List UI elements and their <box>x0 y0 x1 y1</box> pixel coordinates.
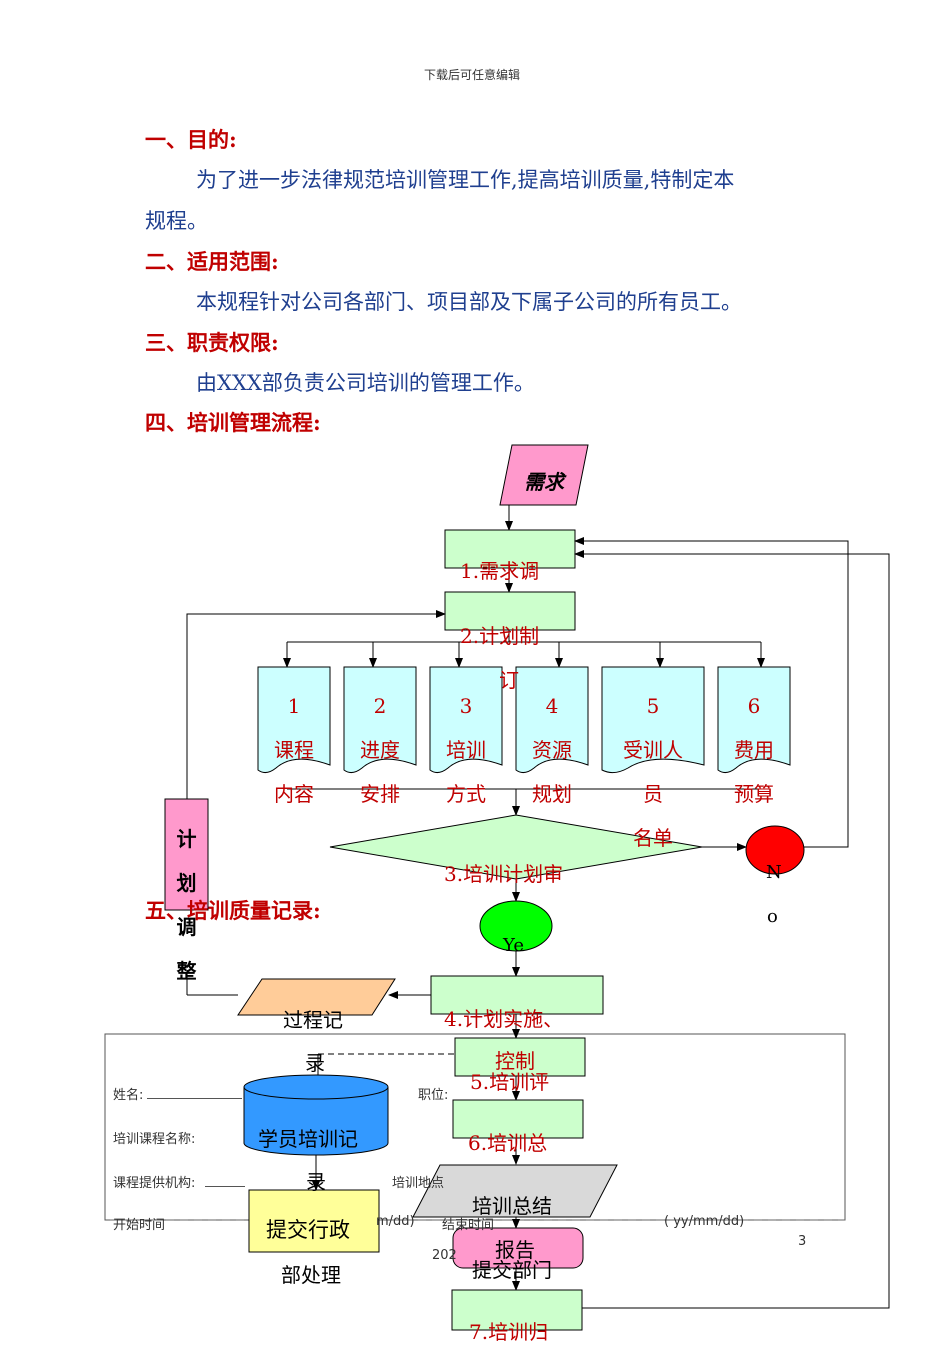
form-course-label: 培训课程名称: <box>113 1132 196 1147</box>
submit-dept-box <box>452 1227 584 1269</box>
section-3-text: 由XXX部负责公司培训的管理工作。 <box>196 371 535 395</box>
section-2-title: 二、适用范围: <box>145 249 279 274</box>
summary-report-label: 培训总结 <box>472 1194 552 1218</box>
step2-box <box>444 591 576 631</box>
step4-label-2: 控制 <box>495 1049 535 1073</box>
section-3-title: 三、职责权限: <box>145 330 279 355</box>
admin-box <box>248 1189 380 1253</box>
item-doc-3 <box>429 666 503 774</box>
section-1-title: 一、目的: <box>145 127 237 152</box>
demand-parallelogram <box>499 444 589 506</box>
step3-label: 3.培训计划审 <box>444 862 564 886</box>
step2-label-cont: 订 <box>499 668 519 692</box>
plan-adjust-label: 计划调整 <box>176 827 197 983</box>
section-5-title: 五、培训质量记录: <box>145 898 321 923</box>
form-provider-line <box>205 1186 245 1187</box>
page-header: 下载后可任意编辑 <box>424 68 521 82</box>
process-record-parallelogram <box>237 978 396 1016</box>
step7-box <box>451 1289 583 1331</box>
step1-label: 1.需求调 <box>460 559 540 583</box>
item-doc-1 <box>257 666 331 774</box>
admin-label-2: 部处理 <box>281 1263 341 1287</box>
step6-box <box>452 1099 584 1139</box>
trainee-record-label: 学员培训记 <box>258 1127 358 1151</box>
step7-label: 7.培训归 <box>469 1320 549 1344</box>
form-name-line <box>147 1098 242 1099</box>
yes-label: Ye <box>503 935 524 956</box>
plan-adjust-box <box>164 798 209 911</box>
form-start-label: 开始时间 <box>113 1218 166 1233</box>
section-2-text: 本规程针对公司各部门、项目部及下属子公司的所有员工。 <box>196 290 742 314</box>
step6-label: 6.培训总 <box>468 1131 548 1155</box>
step2-label: 2.计划制 <box>460 624 540 648</box>
form-date-format-left: m/dd) <box>376 1214 415 1229</box>
item-doc-2 <box>343 666 417 774</box>
no-label: N <box>766 862 782 883</box>
form-provider-label: 课程提供机构: <box>113 1176 196 1191</box>
form-location-label: 培训地点 <box>392 1176 445 1191</box>
form-position-label: 职位: <box>418 1088 449 1103</box>
form-end-label: 结束时间 <box>442 1218 495 1233</box>
process-record-label-2: 录 <box>305 1051 325 1075</box>
form-date-format-right: ( yy/mm/dd) <box>664 1214 745 1229</box>
summary-report-parallelogram <box>412 1164 618 1218</box>
page-number: 3 <box>798 1234 807 1249</box>
form-name-label: 姓名: <box>113 1088 144 1103</box>
no-label-2: o <box>767 906 778 927</box>
step5-label: 5.培训评 <box>470 1070 550 1094</box>
trainee-record-label-2: 录 <box>306 1170 326 1194</box>
admin-label: 提交行政 <box>266 1218 350 1242</box>
process-record-label: 过程记 <box>283 1008 343 1032</box>
footer-year: 202 <box>432 1248 457 1263</box>
step1-box <box>444 529 576 569</box>
item-doc-6 <box>717 666 791 774</box>
step5-box <box>454 1037 586 1077</box>
summary-report-label-2: 报告 <box>495 1238 535 1262</box>
step4-label: 4.计划实施、 <box>444 1007 564 1031</box>
demand-label: 需求 <box>524 470 564 494</box>
step4-box <box>430 975 604 1015</box>
no-circle <box>745 825 805 875</box>
section-1-text-line-2: 规程。 <box>145 209 208 233</box>
item-doc-5 <box>601 666 705 774</box>
section-1-text-line-1: 为了进一步法律规范培训管理工作,提高培训质量,特制定本 <box>196 168 735 192</box>
item-doc-4 <box>515 666 589 774</box>
section-4-title: 四、培训管理流程: <box>145 410 321 435</box>
submit-dept-label: 提交部门 <box>472 1258 552 1282</box>
